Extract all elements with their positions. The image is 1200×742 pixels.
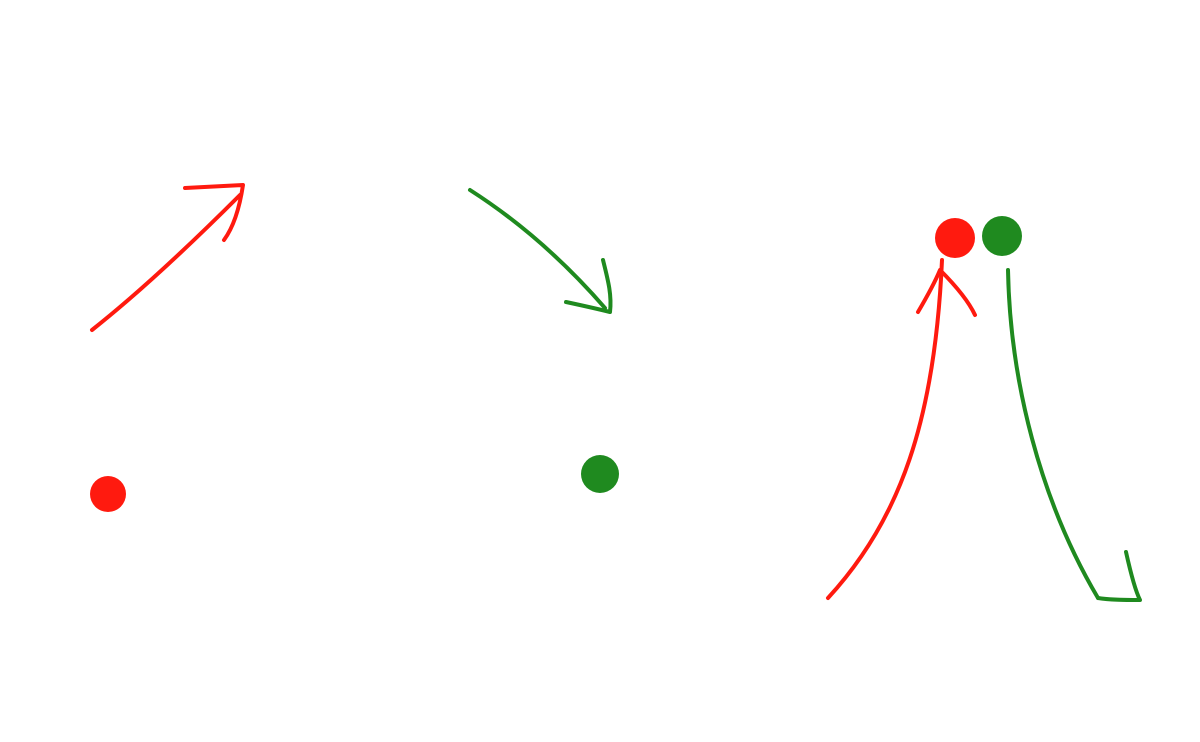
detail-node-circle	[914, 88, 1034, 200]
left-device-box	[7, 355, 173, 474]
right-device-box	[500, 338, 662, 455]
central-switch	[267, 95, 416, 243]
detail-right-leg	[1025, 522, 1118, 624]
link-left-device-switch	[100, 208, 262, 357]
laptop-icon	[28, 596, 172, 735]
zoom-panel	[730, 4, 1195, 668]
outbound-flow-arrow	[90, 183, 245, 332]
right-device-cable	[598, 494, 600, 575]
left-device	[7, 355, 173, 474]
right-device	[500, 338, 662, 455]
text-lines-icon	[30, 390, 128, 440]
detail-inbound-flow-line	[1006, 268, 1100, 600]
detail-left-leg	[845, 526, 935, 628]
circle-x-icon	[914, 88, 1034, 200]
left-laptop-screen	[55, 596, 152, 697]
left-laptop-base	[28, 694, 172, 735]
green-dot-icon	[982, 216, 1022, 256]
text-lines-icon	[920, 440, 1030, 492]
right-laptop-screen	[548, 575, 650, 682]
inbound-flow-head	[564, 258, 613, 314]
inbound-flow-line	[468, 188, 607, 310]
inbound-flow-arrow	[468, 188, 613, 314]
zoom-panel-frame	[730, 4, 1195, 668]
left-device-cable	[104, 514, 105, 595]
red-dot-icon	[90, 476, 126, 512]
star-burst-icon	[288, 120, 395, 238]
laptop-icon	[522, 575, 668, 716]
link-switch-right-device	[418, 195, 572, 318]
outbound-flow-line	[90, 193, 242, 332]
zoom-connector	[440, 141, 722, 200]
right-laptop-base	[522, 678, 668, 716]
outbound-flow-head	[183, 183, 245, 242]
detail-outbound-flow-head	[916, 268, 977, 317]
central-switch-box	[267, 95, 416, 243]
red-dot-icon	[935, 218, 975, 258]
green-dot-icon	[581, 455, 619, 493]
detail-inbound-flow-head	[1096, 550, 1142, 602]
text-lines-icon	[525, 374, 612, 422]
detail-outbound-flow-line	[826, 258, 944, 600]
